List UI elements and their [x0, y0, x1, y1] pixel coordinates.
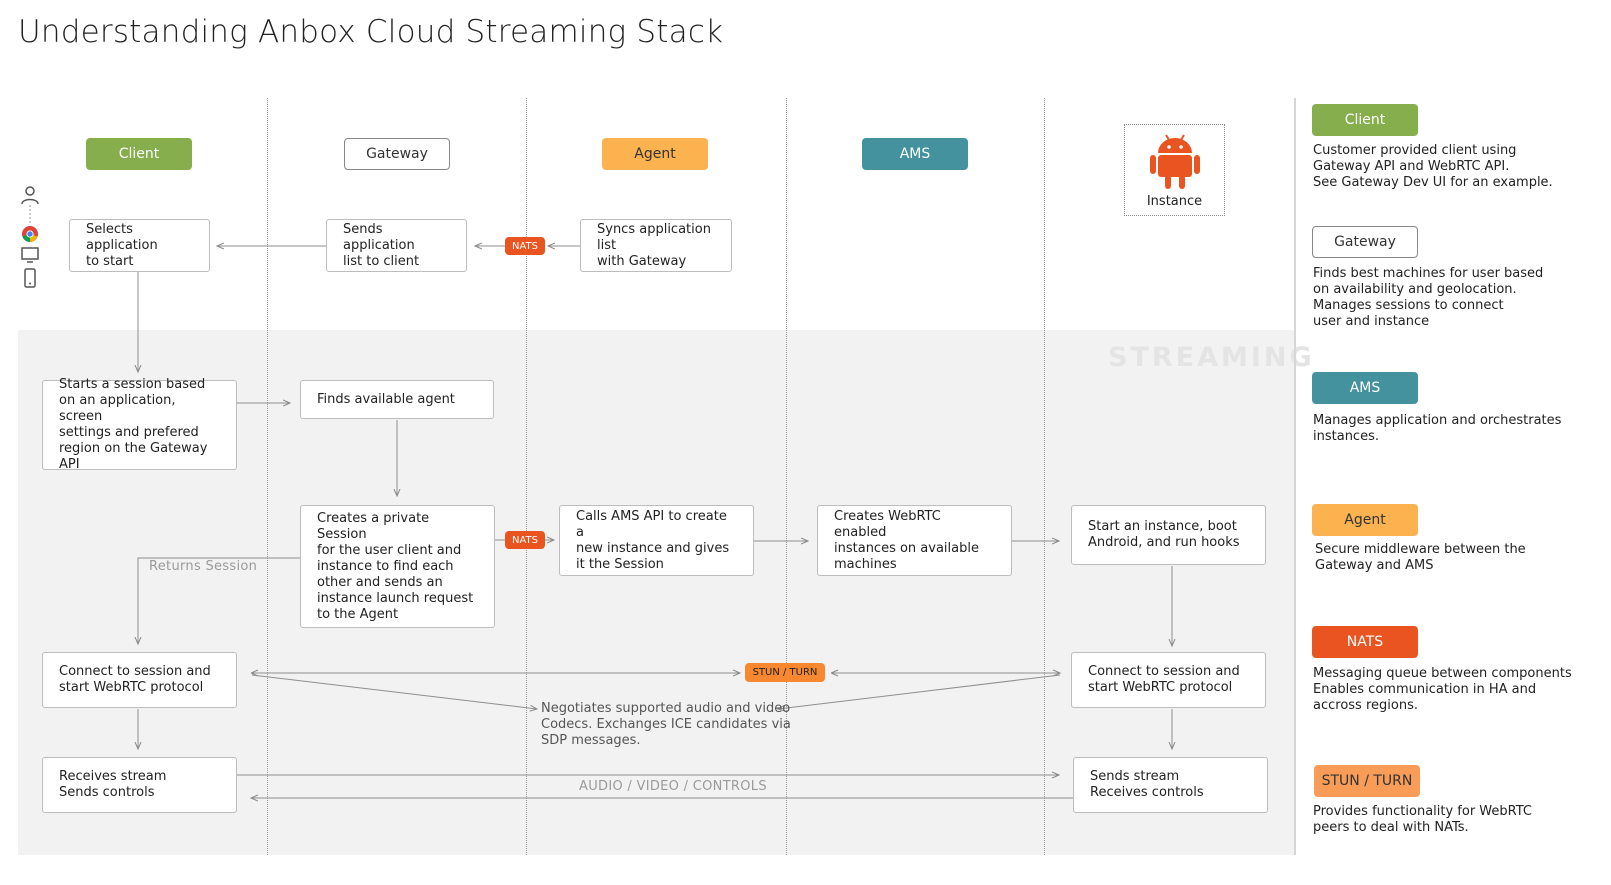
- legend-client-desc: Customer provided client using Gateway A…: [1313, 143, 1553, 190]
- lane-divider: [786, 98, 787, 855]
- legend-stun-turn: STUN / TURN: [1314, 765, 1420, 797]
- legend-ams: AMS: [1312, 372, 1418, 404]
- legend-ams-desc: Manages application and orchestrates ins…: [1313, 413, 1562, 444]
- stun-turn-tag: STUN / TURN: [745, 663, 825, 682]
- page-title: Understanding Anbox Cloud Streaming Stac…: [18, 14, 724, 50]
- legend-stun-turn-desc: Provides functionality for WebRTC peers …: [1313, 804, 1532, 835]
- box-creates-private-session: Creates a private Session for the user c…: [300, 505, 495, 628]
- chrome-icon: [22, 226, 38, 242]
- legend-agent: Agent: [1312, 504, 1418, 536]
- legend-nats-desc: Messaging queue between components Enabl…: [1313, 666, 1572, 713]
- desktop-icon: [21, 247, 39, 263]
- icon-connector: [29, 205, 31, 225]
- box-calls-ams-api: Calls AMS API to create a new instance a…: [559, 505, 754, 576]
- legend-agent-desc: Secure middleware between the Gateway an…: [1315, 542, 1526, 573]
- box-connect-instance: Connect to session and start WebRTC prot…: [1071, 652, 1266, 708]
- column-header-agent: Agent: [602, 138, 708, 170]
- box-connect-client: Connect to session and start WebRTC prot…: [42, 652, 237, 708]
- column-header-instance: Instance: [1124, 124, 1225, 216]
- legend-nats: NATS: [1312, 626, 1418, 658]
- user-icon: [21, 186, 39, 205]
- box-sends-stream: Sends stream Receives controls: [1073, 757, 1268, 813]
- box-sends-application-list: Sends application list to client: [326, 219, 467, 272]
- phone-icon: [24, 268, 36, 288]
- lane-divider: [1044, 98, 1045, 855]
- instance-label: Instance: [1146, 194, 1203, 209]
- box-finds-agent: Finds available agent: [300, 380, 494, 419]
- streaming-label: STREAMING: [1108, 342, 1315, 373]
- legend-divider: [1294, 98, 1296, 855]
- column-header-client: Client: [86, 138, 192, 170]
- nats-tag: NATS: [505, 531, 545, 549]
- nats-tag: NATS: [505, 237, 545, 255]
- returns-session-label: Returns Session: [149, 559, 258, 574]
- lane-divider: [267, 98, 268, 855]
- lane-divider: [526, 98, 527, 855]
- box-selects-application: Selects application to start: [69, 219, 210, 272]
- box-creates-webrtc-instances: Creates WebRTC enabled instances on avai…: [817, 505, 1012, 576]
- box-start-instance: Start an instance, boot Android, and run…: [1071, 505, 1266, 565]
- box-syncs-application-list: Syncs application list with Gateway: [580, 219, 732, 272]
- legend-gateway: Gateway: [1312, 226, 1418, 258]
- legend-gateway-desc: Finds best machines for user based on av…: [1313, 266, 1544, 329]
- column-header-ams: AMS: [862, 138, 968, 170]
- box-receives-stream: Receives stream Sends controls: [42, 757, 237, 813]
- negotiation-note: Negotiates supported audio and video Cod…: [541, 701, 791, 748]
- legend-client: Client: [1312, 104, 1418, 136]
- audio-video-controls-label: AUDIO / VIDEO / CONTROLS: [579, 779, 767, 794]
- column-header-gateway: Gateway: [344, 138, 450, 170]
- box-starts-session: Starts a session based on an application…: [42, 377, 237, 472]
- android-icon: [1150, 134, 1200, 189]
